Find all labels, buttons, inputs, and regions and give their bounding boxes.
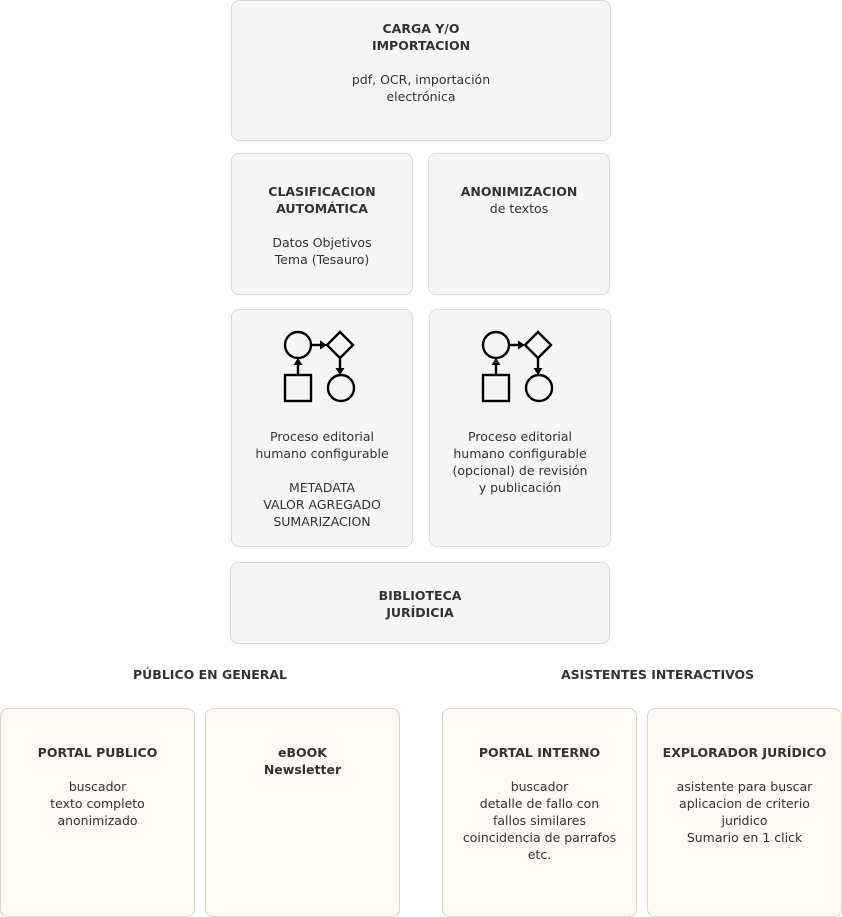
portal-interno-title: PORTAL INTERNO <box>478 745 601 760</box>
clasificacion-desc-line-2: Tema (Tesauro) <box>274 252 370 267</box>
proceso-revision-box: Proceso editorial humano configurable (o… <box>429 309 611 547</box>
carga-title-line-2: IMPORTACION <box>371 38 471 53</box>
portal-interno-desc-line-3: fallos similares <box>493 813 586 828</box>
proceso-2-desc-line-4: y publicación <box>478 480 562 495</box>
carga-desc-line-2: electrónica <box>386 89 456 104</box>
portal-publico-desc-line-1: buscador <box>68 779 127 794</box>
clasificacion-title-line-1: CLASIFICACION <box>268 184 376 199</box>
workflow-icon <box>283 330 356 403</box>
proceso-1-extra-line-3: SUMARIZACION <box>273 514 371 529</box>
carga-desc-line-1: pdf, OCR, importación <box>351 72 491 87</box>
carga-title-line-1: CARGA Y/O <box>382 21 460 36</box>
section-publico-heading: PÚBLICO EN GENERAL <box>133 667 288 682</box>
clasificacion-desc-line-1: Datos Objetivos <box>272 235 372 250</box>
portal-publico-title: PORTAL PUBLICO <box>37 745 158 760</box>
proceso-2-desc-line-1: Proceso editorial <box>468 429 572 444</box>
portal-interno-box: PORTAL INTERNO buscador detalle de fallo… <box>442 708 637 917</box>
ebook-title-line-1: eBOOK <box>278 745 327 760</box>
portal-interno-desc-line-4: coincidencia de parrafos <box>462 830 617 845</box>
anonimizacion-desc: de textos <box>489 201 549 216</box>
clasificacion-box: CLASIFICACION AUTOMÁTICA Datos Objetivos… <box>231 153 413 295</box>
portal-publico-desc-line-3: anonimizado <box>57 813 138 828</box>
proceso-1-extra-line-1: METADATA <box>288 480 356 495</box>
biblioteca-box: BIBLIOTECA JURÍDICIA <box>230 562 610 644</box>
explorador-juridico-box: EXPLORADOR JURÍDICO asistente para busca… <box>647 708 842 917</box>
carga-importacion-box: CARGA Y/O IMPORTACION pdf, OCR, importac… <box>231 0 611 141</box>
proceso-2-desc-line-3: (opcional) de revisión <box>452 463 588 478</box>
explorador-desc-line-2: aplicacion de criterio <box>679 796 810 811</box>
portal-publico-desc-line-2: texto completo <box>50 796 145 811</box>
ebook-title-line-2: Newsletter <box>263 762 342 777</box>
portal-publico-box: PORTAL PUBLICO buscador texto completo a… <box>0 708 195 917</box>
workflow-icon <box>481 330 554 403</box>
portal-interno-desc-line-1: buscador <box>510 779 569 794</box>
explorador-title: EXPLORADOR JURÍDICO <box>662 745 827 760</box>
proceso-editorial-box: Proceso editorial humano configurable ME… <box>231 309 413 547</box>
proceso-1-desc-line-2: humano configurable <box>255 446 389 461</box>
biblioteca-title-line-2: JURÍDICIA <box>386 605 454 620</box>
biblioteca-title-line-1: BIBLIOTECA <box>378 588 462 603</box>
anonimizacion-title: ANONIMIZACION <box>460 184 578 199</box>
section-asistentes-heading: ASISTENTES INTERACTIVOS <box>561 667 755 682</box>
portal-interno-desc-line-5: etc. <box>527 847 552 862</box>
portal-interno-desc-line-2: detalle de fallo con <box>479 796 600 811</box>
explorador-desc-line-3: juridico <box>721 813 768 828</box>
clasificacion-title-line-2: AUTOMÁTICA <box>276 201 368 216</box>
anonimizacion-box: ANONIMIZACION de textos <box>428 153 610 295</box>
proceso-1-desc-line-1: Proceso editorial <box>270 429 374 444</box>
explorador-desc-line-1: asistente para buscar <box>676 779 813 794</box>
proceso-2-desc-line-2: humano configurable <box>453 446 587 461</box>
proceso-1-extra-line-2: VALOR AGREGADO <box>263 497 381 512</box>
explorador-desc-line-4: Sumario en 1 click <box>686 830 803 845</box>
ebook-newsletter-box: eBOOK Newsletter <box>205 708 400 917</box>
